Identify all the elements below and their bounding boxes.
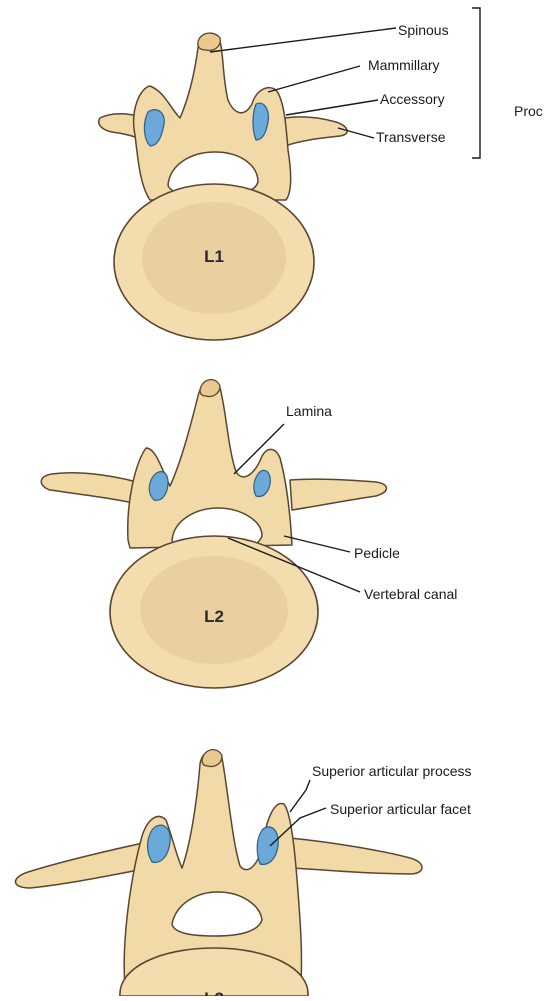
- l3-transverse-process-right: [290, 838, 422, 874]
- leader-mammillary: [268, 66, 360, 92]
- l3-label: L3: [204, 989, 224, 996]
- label-pedicle: Pedicle: [354, 545, 400, 561]
- leader-pedicle: [284, 536, 350, 552]
- l2-transverse-process-right: [290, 479, 387, 510]
- vertebra-l1: L1: [99, 33, 347, 340]
- leader-superior-articular-process: [290, 780, 310, 812]
- label-superior-articular-facet: Superior articular facet: [330, 801, 471, 817]
- label-processes-group: Proc: [514, 103, 543, 119]
- leader-spinous: [210, 28, 396, 52]
- l1-label: L1: [204, 247, 224, 266]
- label-lamina: Lamina: [286, 403, 332, 419]
- vertebra-l3: L3: [15, 750, 422, 996]
- label-accessory: Accessory: [380, 91, 445, 107]
- label-mammillary: Mammillary: [368, 57, 440, 73]
- processes-bracket: [472, 8, 480, 158]
- label-spinous: Spinous: [398, 22, 449, 38]
- label-vertebral-canal: Vertebral canal: [364, 586, 457, 602]
- label-transverse: Transverse: [376, 129, 446, 145]
- l3-spinous-tip: [202, 750, 222, 767]
- l3-transverse-process-left: [15, 842, 150, 888]
- label-superior-articular-process: Superior articular process: [312, 763, 472, 779]
- leader-accessory: [286, 100, 378, 115]
- l2-label: L2: [204, 607, 224, 626]
- l1-transverse-process-right: [285, 117, 347, 146]
- l1-spinous-tip: [198, 33, 221, 50]
- vertebra-l2: L2: [41, 380, 386, 688]
- l2-spinous-tip: [200, 380, 220, 397]
